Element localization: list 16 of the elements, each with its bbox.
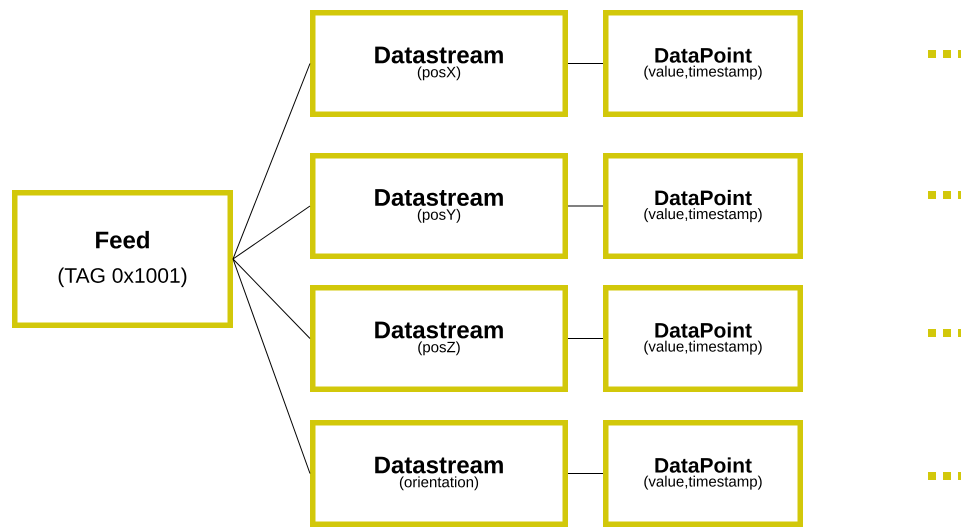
datapoint-box: DataPoint (value,timestamp) — [603, 420, 803, 527]
datapoint-box: DataPoint (value,timestamp) — [603, 153, 803, 259]
feed-box: Feed (TAG 0x1001) — [12, 190, 233, 328]
connector-line — [568, 63, 604, 64]
connector-line — [568, 473, 604, 474]
datapoint-box: DataPoint (value,timestamp) — [603, 10, 803, 117]
connector-line — [232, 63, 310, 260]
connector-line — [232, 258, 310, 474]
connector-line — [568, 338, 604, 339]
datapoint-box: DataPoint (value,timestamp) — [603, 285, 803, 392]
connector-line — [232, 258, 310, 339]
connector-line — [232, 206, 310, 260]
datastream-box: Datastream (posY) — [310, 153, 568, 259]
datastream-box: Datastream (orientation) — [310, 420, 568, 527]
datastream-box: Datastream (posZ) — [310, 285, 568, 392]
datastream-box: Datastream (posX) — [310, 10, 568, 117]
